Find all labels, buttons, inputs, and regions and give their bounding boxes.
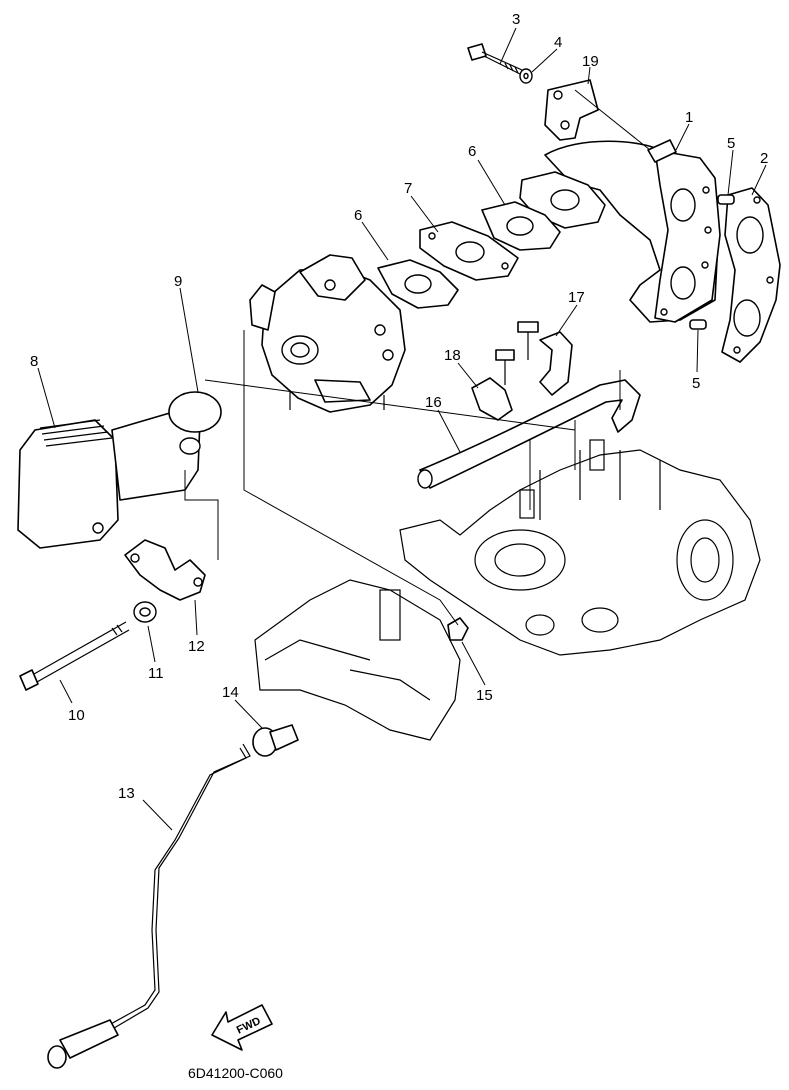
- bolt: [467, 43, 523, 75]
- callout-6-left: 6: [354, 207, 362, 224]
- callout-3: 3: [512, 11, 520, 28]
- callout-15: 15: [476, 687, 493, 704]
- hose-clip: [447, 617, 469, 641]
- reference-lines: [184, 89, 651, 626]
- fwd-arrow: FWD: [211, 1004, 273, 1051]
- callout-17: 17: [568, 289, 585, 306]
- callout-labels: 1 2 3 4 19 5 5 6 6 7 8 9 10 11 12 13 14 …: [30, 11, 768, 802]
- manifold-bracket: [544, 79, 599, 141]
- dowel-pin-lower: [689, 319, 707, 330]
- long-bolt: [19, 621, 130, 691]
- carburetor: [249, 254, 406, 413]
- grommet: [133, 601, 157, 623]
- choke-rod: [47, 743, 251, 1069]
- callout-7: 7: [404, 180, 412, 197]
- washer: [519, 68, 533, 84]
- silencer-bracket: [124, 539, 206, 601]
- callout-leaders: [37, 27, 767, 831]
- callout-10: 10: [68, 707, 85, 724]
- callout-9: 9: [174, 273, 182, 290]
- callout-4: 4: [554, 34, 562, 51]
- gasket-mid: [481, 201, 561, 251]
- gasket-left: [377, 259, 459, 309]
- engine-block: [399, 439, 761, 656]
- callout-2: 2: [760, 150, 768, 167]
- dowel-pin-upper: [717, 194, 735, 205]
- callout-18: 18: [444, 347, 461, 364]
- callout-13: 13: [118, 785, 135, 802]
- lower-casing: [254, 579, 461, 741]
- callout-16: 16: [425, 394, 442, 411]
- diagram-code: 6D41200-C060: [188, 1065, 283, 1081]
- callout-19: 19: [582, 53, 599, 70]
- callout-12: 12: [188, 638, 205, 655]
- silencer-cover: [17, 391, 222, 549]
- callout-8: 8: [30, 353, 38, 370]
- callout-14: 14: [222, 684, 239, 701]
- callout-1: 1: [685, 109, 693, 126]
- hose-clamp-left: [471, 349, 515, 421]
- hose-clamp-right: [517, 321, 573, 396]
- carburetor-insulator: [419, 221, 519, 281]
- callout-6-right: 6: [468, 143, 476, 160]
- manifold-gasket: [721, 187, 781, 363]
- callout-11: 11: [148, 665, 164, 682]
- callout-5-upper: 5: [727, 135, 735, 152]
- callout-5-lower: 5: [692, 375, 700, 392]
- rod-grommet: [252, 724, 299, 757]
- breather-hose: [417, 379, 641, 489]
